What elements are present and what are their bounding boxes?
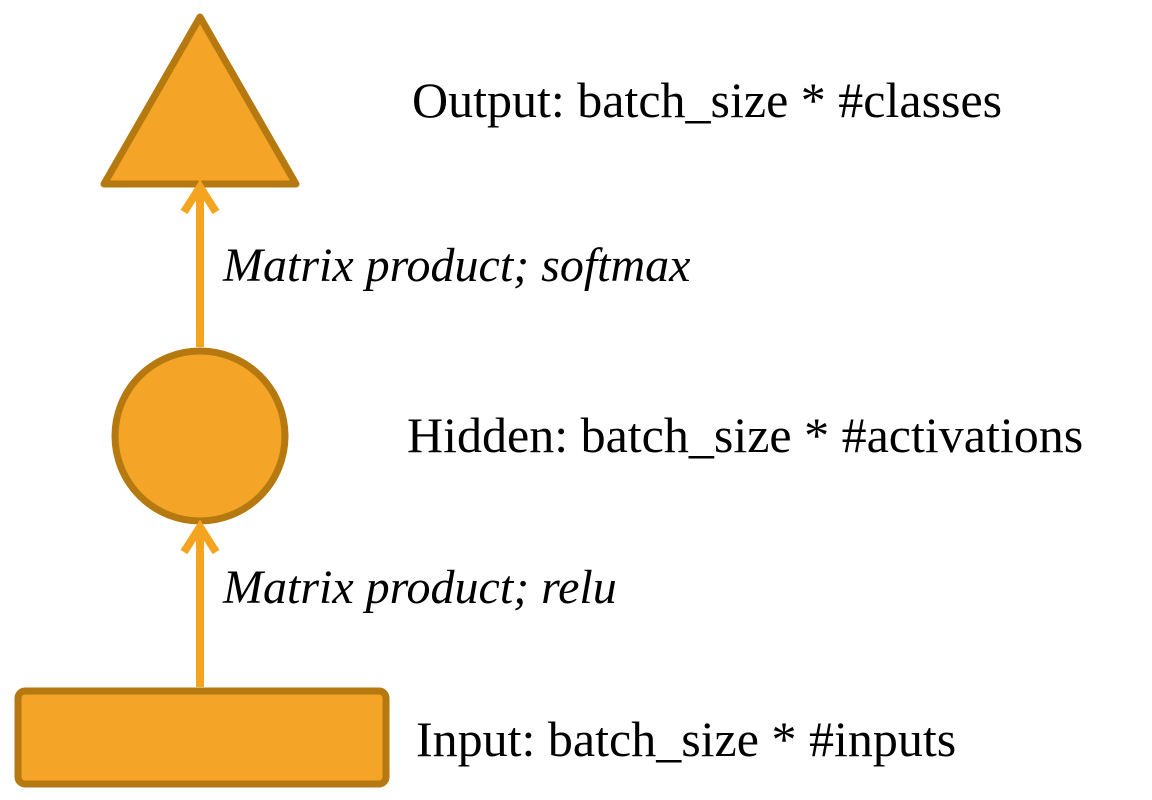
arrow-hidden-to-output <box>180 179 220 347</box>
edge-label-matrix-product-softmax: Matrix product; softmax <box>223 239 691 292</box>
input-rectangle-shape <box>14 687 390 788</box>
input-layer-label: Input: batch_size * #inputs <box>416 711 957 767</box>
edge-label-matrix-product-relu: Matrix product; relu <box>223 561 617 614</box>
arrow-input-to-hidden <box>180 519 220 687</box>
arrow-head <box>180 179 220 215</box>
arrow-head <box>180 519 220 555</box>
output-layer-label: Output: batch_size * #classes <box>412 72 1003 128</box>
hidden-circle-shape <box>111 347 289 525</box>
hidden-layer-label: Hidden: batch_size * #activations <box>407 407 1084 463</box>
output-triangle-shape <box>100 13 300 188</box>
